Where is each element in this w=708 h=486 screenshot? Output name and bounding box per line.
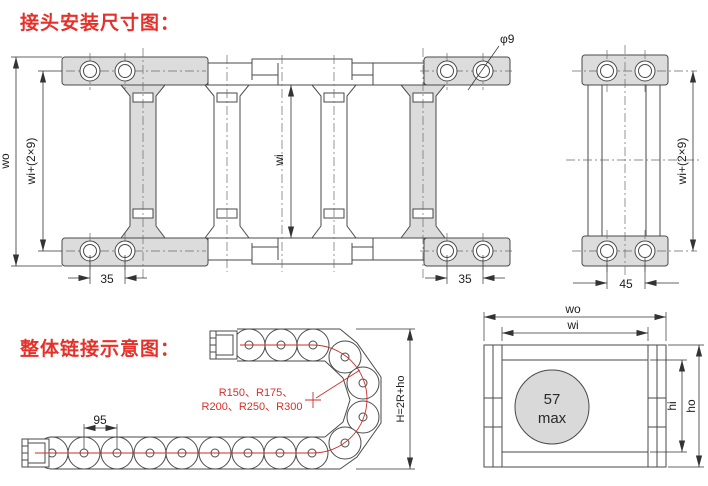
mounting-holes-plan [79, 60, 494, 262]
chain-view: 95 H=2R+ho R150、R175、 R200、R250、R300 [21, 328, 415, 470]
end-view-bar-right [645, 84, 661, 237]
end-view: wi+(2×9) 45 [566, 45, 702, 291]
plan-view: wo wi+(2×9) wi 35 35 φ9 [0, 32, 515, 286]
chain-dimensions: 95 H=2R+ho R150、R175、 R200、R250、R300 [83, 328, 415, 470]
section-rails [484, 345, 666, 467]
section-view: 57 max wo wi hi ho [483, 302, 704, 468]
cable-circle: 57 max [514, 369, 590, 445]
section-hi-label: hi [665, 401, 679, 410]
end-dimensions: wi+(2×9) 45 [573, 71, 697, 291]
chain-links [35, 328, 380, 470]
end-view-bar-left [587, 84, 603, 237]
cable-dia-value: 57 [544, 391, 561, 408]
end-mount-span-label: wi+(2×9) [675, 138, 689, 186]
section-ho-label: ho [684, 399, 698, 413]
end-pitch-label: 45 [619, 277, 633, 291]
plan-wi-label: wi [272, 154, 286, 166]
installation-title: 接头安装尺寸图： [20, 13, 181, 34]
plan-hole-dia-label: φ9 [500, 32, 515, 46]
chain-height-label: H=2R+ho [395, 375, 407, 422]
bottom-rail [207, 237, 425, 265]
section-wi-label: wi [566, 318, 578, 332]
section-wo-label: wo [564, 302, 581, 316]
plan-pitch-right-label: 35 [458, 272, 472, 286]
cable-dia-max: max [538, 410, 567, 427]
chain-pitch-label: 95 [93, 413, 107, 427]
plan-wo-label: wo [0, 153, 12, 170]
section-dimensions: wo wi hi ho [483, 302, 704, 468]
plan-mount-span-label: wi+(2×9) [24, 138, 38, 186]
chain-radii-line2: R200、R250、R300 [202, 401, 303, 413]
chain-end-bracket-top [209, 330, 238, 360]
top-rail [207, 58, 425, 86]
chain-centerline [35, 344, 368, 454]
linkage-title: 整体链接示意图： [20, 339, 181, 360]
plan-pitch-left-label: 35 [100, 272, 114, 286]
chain-radii-line1: R150、R175、 [219, 387, 294, 399]
plan-dimensions: wo wi+(2×9) wi 35 35 φ9 [0, 32, 515, 286]
